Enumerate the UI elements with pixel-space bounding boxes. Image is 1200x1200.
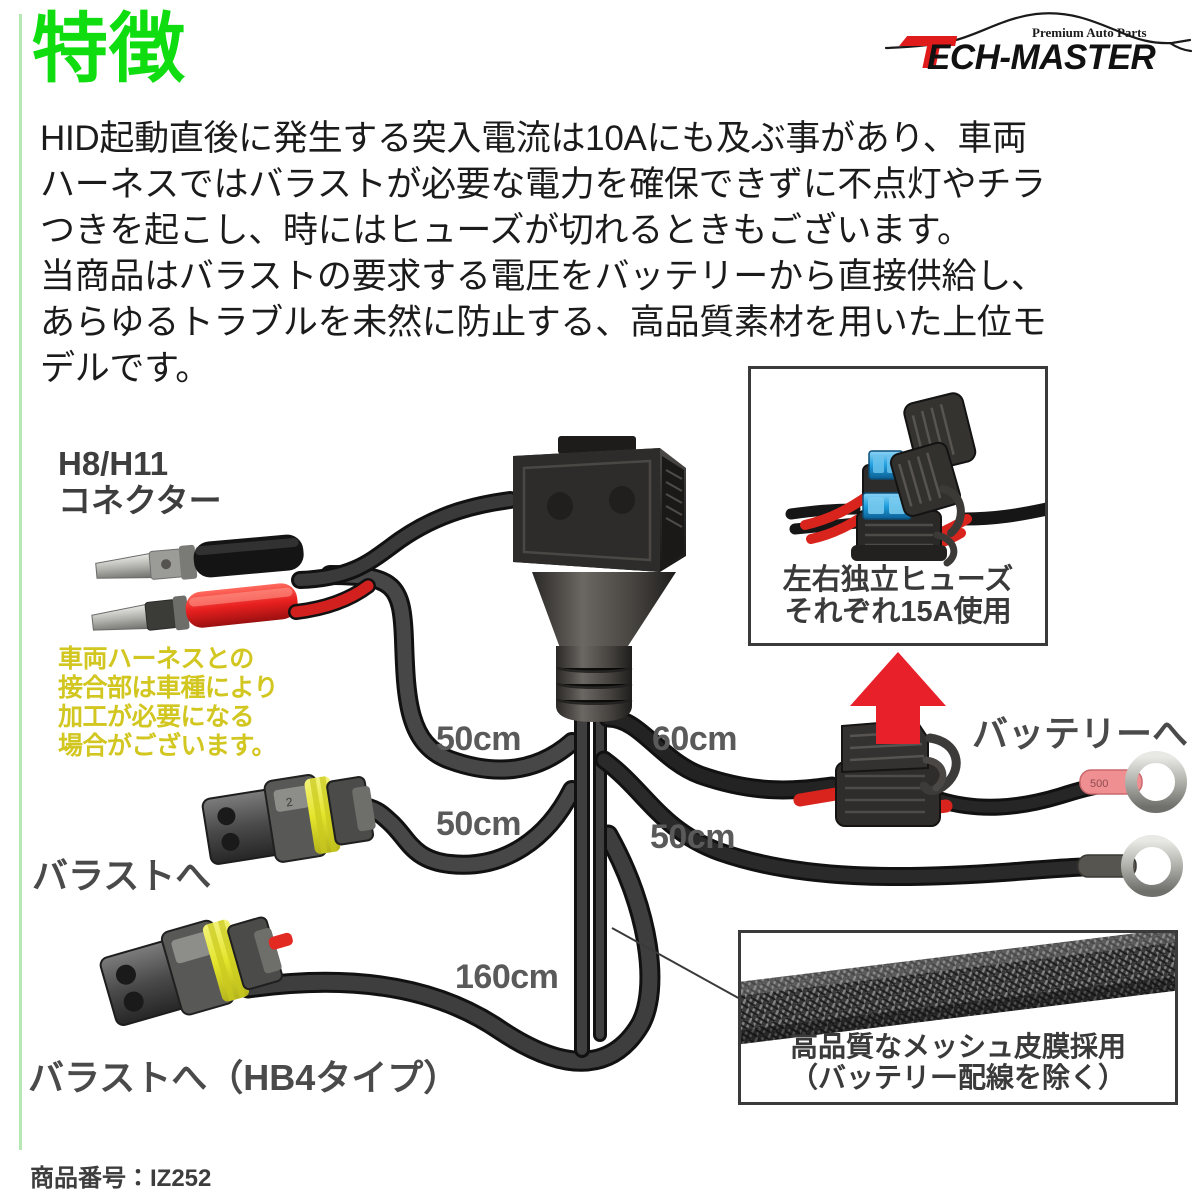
measure-50cm-upper: 50cm: [436, 720, 521, 758]
fuse-photo: [751, 369, 1045, 643]
lead-line: HID起動直後に発生する突入電流は10Aにも及ぶ事があり、車両: [40, 119, 1027, 158]
lead-line: 当商品はバラストの要求する電圧をバッテリーから直接供給し、: [40, 257, 1046, 296]
lead-line: つきを起こし、時にはヒューズが切れるときもございます。: [40, 211, 972, 250]
red-arrow-icon: [850, 652, 946, 744]
svg-text:ECH-MASTER: ECH-MASTER: [927, 38, 1157, 76]
battery-label: バッテリーへ: [972, 713, 1189, 754]
ring-terminal-positive: 500: [1079, 751, 1187, 813]
mesh-callout-caption: 高品質なメッシュ皮膜採用 （バッテリー配線を除く）: [789, 1031, 1126, 1094]
left-green-rule: [19, 14, 22, 1150]
measure-160cm: 160cm: [455, 958, 559, 996]
lead-line: ハーネスではバラストが必要な電力を確保できずに不点灯やチラ: [40, 165, 1046, 204]
central-relay-box: [513, 436, 686, 722]
ballast-connector-2: [99, 916, 293, 1027]
svg-text:500: 500: [1090, 778, 1108, 790]
measure-50cm-lower: 50cm: [436, 805, 521, 843]
mesh-sleeve-photo: [741, 933, 1175, 1102]
lead-paragraph: HID起動直後に発生する突入電流は10Aにも及ぶ事があり、車両 ハーネスではバラ…: [40, 116, 1170, 392]
fuse-callout-caption: 左右独立ヒューズ それぞれ15A使用: [782, 564, 1014, 629]
ballast-connector-1: 2: [201, 773, 376, 865]
lead-line: デルです。: [40, 349, 211, 388]
harness-warning-note: 車両ハーネスとの 接合部は車種により 加工が必要になる 場合がございます。: [58, 645, 279, 760]
ballast-label-1: バラストへ: [32, 855, 212, 896]
mesh-callout-box: 高品質なメッシュ皮膜採用 （バッテリー配線を除く）: [738, 930, 1178, 1105]
svg-text:2: 2: [285, 795, 294, 810]
ballast-label-2: バラストへ（HB4タイプ）: [28, 1057, 460, 1098]
tech-master-logo: Premium Auto Parts ECH-MASTER: [884, 4, 1194, 76]
lead-line: あらゆるトラブルを未然に防止する、高品質素材を用いた上位モ: [40, 303, 1047, 342]
measure-60cm: 60cm: [652, 720, 737, 758]
page-title: 特徴: [32, 7, 186, 92]
svg-text:Premium Auto Parts: Premium Auto Parts: [1032, 25, 1147, 40]
h8-h11-connector-label: H8/H11 コネクター: [58, 445, 222, 519]
h8-h11-terminals: [91, 534, 376, 631]
fuse-callout-box: 左右独立ヒューズ それぞれ15A使用: [748, 366, 1048, 646]
measure-50cm-right: 50cm: [650, 818, 735, 856]
product-number: 商品番号：IZ252: [30, 1165, 212, 1192]
ring-terminal-negative: [1077, 835, 1183, 897]
fuse-holder-assembly: [793, 718, 961, 827]
